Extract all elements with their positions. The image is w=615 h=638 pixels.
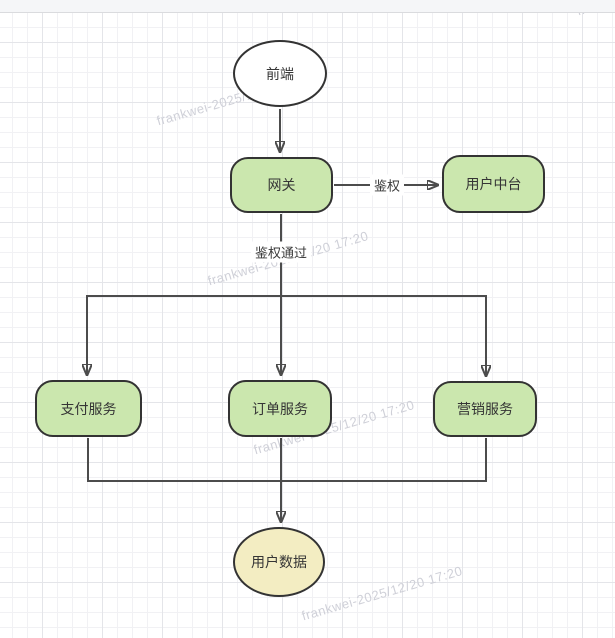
node-payment-service[interactable]: 支付服务 — [35, 380, 142, 437]
edge-branch-marketing[interactable] — [281, 295, 486, 376]
node-frontend[interactable]: 前端 — [233, 40, 327, 107]
node-order-service[interactable]: 订单服务 — [228, 380, 332, 437]
node-user-data[interactable]: 用户数据 — [233, 527, 325, 597]
node-marketing-service[interactable]: 营销服务 — [433, 381, 537, 437]
edge-payment-merge[interactable] — [87, 438, 281, 482]
node-gateway[interactable]: 网关 — [230, 157, 333, 213]
edge-label-auth-passed[interactable]: 鉴权通过 — [250, 241, 312, 263]
edge-branch-payment[interactable] — [87, 295, 281, 375]
edge-marketing-merge[interactable] — [281, 438, 487, 482]
top-bar — [0, 0, 615, 13]
node-user-center[interactable]: 用户中台 — [442, 155, 545, 213]
edge-label-auth[interactable]: 鉴权 — [369, 174, 405, 196]
